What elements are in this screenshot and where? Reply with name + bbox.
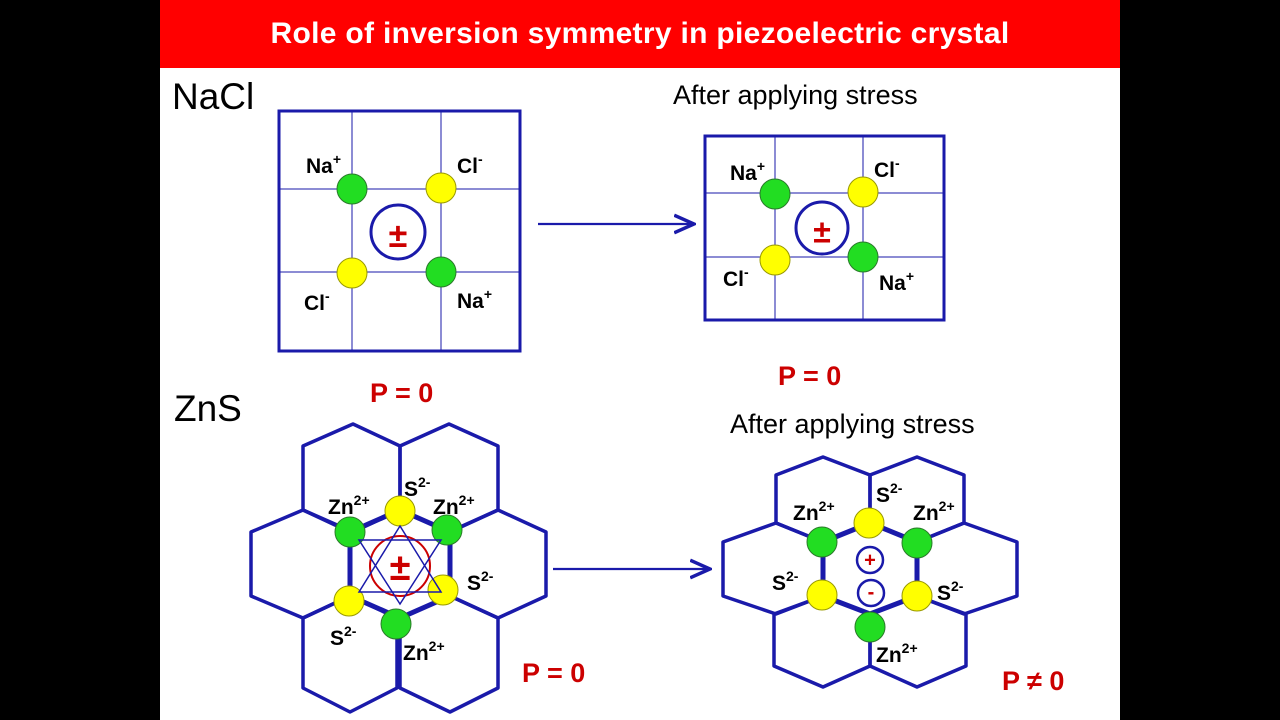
- s-atom: [853, 507, 885, 539]
- zns-after-polarization: P ≠ 0: [1002, 666, 1065, 696]
- ion-label-cl: Cl-: [723, 264, 749, 291]
- na-atom: [759, 178, 791, 210]
- na-atom: [336, 173, 368, 205]
- nacl-after-polarization: P = 0: [778, 361, 842, 391]
- svg-text:±: ±: [389, 217, 408, 255]
- ion-label-s: S2-: [772, 568, 799, 595]
- slide-title: Role of inversion symmetry in piezoelect…: [270, 17, 1010, 50]
- ion-label-zn: Zn2+: [793, 498, 835, 525]
- ion-label-cl: Cl-: [874, 155, 900, 182]
- svg-text:±: ±: [390, 547, 411, 589]
- slide: Role of inversion symmetry in piezoelect…: [160, 0, 1120, 720]
- title-bar: Role of inversion symmetry in piezoelect…: [160, 0, 1120, 68]
- charge-center-symbol: ±: [357, 524, 443, 606]
- ion-label-zn: Zn2+: [403, 638, 445, 665]
- s-atom: [806, 579, 838, 611]
- ion-label-na: Na+: [457, 286, 492, 313]
- zn-atom: [901, 527, 933, 559]
- svg-text:-: -: [868, 581, 875, 603]
- s-atom: [333, 585, 365, 617]
- ion-label-cl: Cl-: [457, 151, 483, 178]
- ion-label-zn: Zn2+: [876, 640, 918, 667]
- cl-atom: [847, 176, 879, 208]
- cl-atom: [759, 244, 791, 276]
- zns-before-polarization: P = 0: [522, 658, 586, 688]
- charge-center-symbol: ±: [794, 200, 850, 256]
- nacl-lattice-after: [703, 134, 946, 322]
- nacl-before-polarization: P = 0: [370, 378, 434, 408]
- zn-atom: [854, 611, 886, 643]
- negative-charge-center-icon: -: [856, 578, 886, 608]
- ion-label-s: S2-: [876, 480, 903, 507]
- positive-charge-center-icon: +: [855, 545, 885, 575]
- s-atom: [901, 580, 933, 612]
- zns-after-stress-label: After applying stress: [730, 409, 975, 439]
- nacl-lattice-before: [277, 109, 522, 353]
- ion-label-s: S2-: [404, 474, 431, 501]
- ion-label-s: S2-: [330, 623, 357, 650]
- zn-atom: [380, 608, 412, 640]
- zn-atom: [431, 514, 463, 546]
- na-atom: [847, 241, 879, 273]
- svg-text:±: ±: [813, 213, 831, 249]
- diagram-canvas: ± Na+ Cl- Cl- Na+ ± Na+ Cl- Cl- Na+: [249, 109, 1019, 714]
- ion-label-zn: Zn2+: [913, 498, 955, 525]
- ion-label-s: S2-: [937, 578, 964, 605]
- ion-label-na: Na+: [879, 268, 914, 295]
- ion-label-s: S2-: [467, 568, 494, 595]
- cl-atom: [425, 172, 457, 204]
- ion-label-zn: Zn2+: [328, 492, 370, 519]
- svg-text:+: +: [864, 549, 876, 571]
- zn-atom: [334, 516, 366, 548]
- nacl-after-stress-label: After applying stress: [673, 80, 918, 110]
- ion-label-na: Na+: [306, 151, 341, 178]
- ion-label-cl: Cl-: [304, 288, 330, 315]
- na-atom: [425, 256, 457, 288]
- ion-label-zn: Zn2+: [433, 492, 475, 519]
- zns-section-label: ZnS: [174, 388, 242, 429]
- cl-atom: [336, 257, 368, 289]
- ion-label-na: Na+: [730, 158, 765, 185]
- charge-center-symbol: ±: [369, 203, 427, 261]
- nacl-section-label: NaCl: [172, 76, 255, 117]
- zn-atom: [806, 526, 838, 558]
